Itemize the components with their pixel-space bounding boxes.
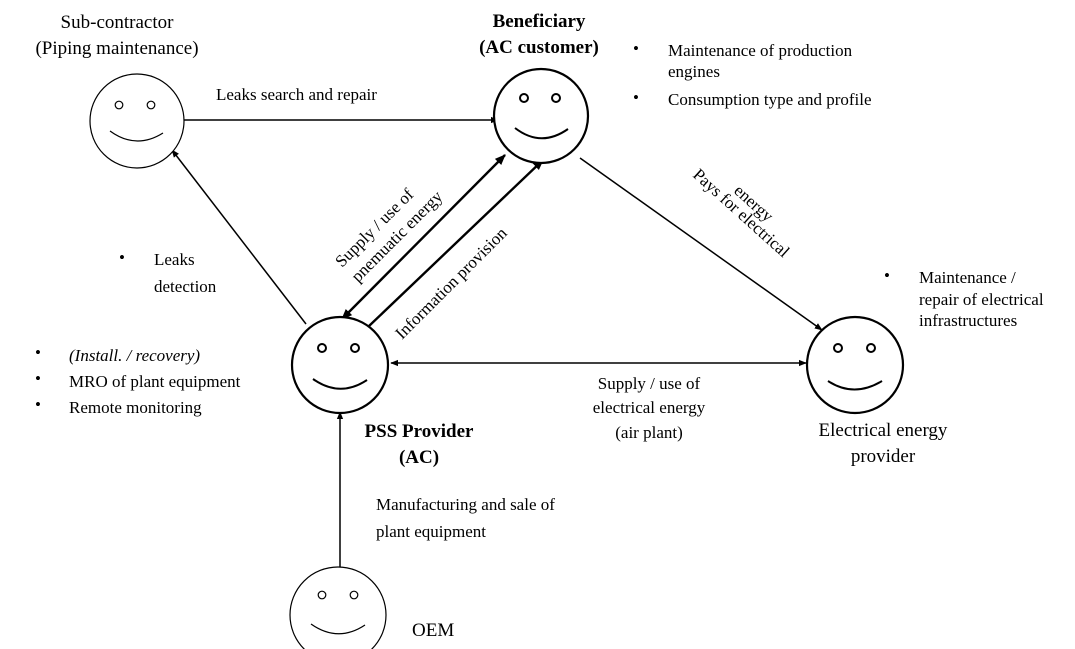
- energy-activity-2: repair of electrical: [919, 290, 1044, 309]
- arrow-pneumatic-energy: [341, 154, 506, 320]
- flow-elec-2: electrical energy: [593, 398, 706, 417]
- flow-elec-1: Supply / use of: [598, 374, 701, 393]
- energy-provider-face-icon: [805, 315, 905, 415]
- flow-information: Information provision: [391, 223, 511, 343]
- beneficiary-activity-2: Consumption type and profile: [668, 90, 872, 109]
- subcontractor-face-icon: [89, 73, 185, 169]
- pss-activity-1: (Install. / recovery): [69, 346, 200, 365]
- bullet-dot: •: [35, 343, 41, 362]
- oem-face-icon: [289, 566, 387, 649]
- leaks-detection-1: Leaks: [154, 250, 195, 269]
- arrow-information-provision: [368, 159, 544, 327]
- energy-provider-label-1: Electrical energy: [819, 420, 948, 441]
- beneficiary-activity-1a: Maintenance of production: [668, 41, 853, 60]
- energy-activity-1: Maintenance /: [919, 268, 1016, 287]
- energy-provider-label-2: provider: [851, 446, 916, 467]
- bullet-dot: •: [35, 395, 41, 414]
- pss-provider-face-icon: [290, 315, 390, 415]
- oem-label: OEM: [412, 620, 454, 641]
- bullet-dot: •: [884, 266, 890, 285]
- pss-provider-label-1: PSS Provider: [365, 421, 474, 442]
- energy-activity-3: infrastructures: [919, 311, 1017, 330]
- flow-mfg-2: plant equipment: [376, 522, 486, 541]
- bullet-dot: •: [633, 39, 639, 58]
- arrow-pays-electrical: [579, 157, 823, 331]
- beneficiary-activity-1b: engines: [668, 62, 720, 81]
- pss-activity-2: MRO of plant equipment: [69, 372, 241, 391]
- flow-mfg-1: Manufacturing and sale of: [376, 495, 555, 514]
- pss-activity-3: Remote monitoring: [69, 398, 202, 417]
- beneficiary-label-2: (AC customer): [479, 37, 599, 58]
- pss-provider-label-2: (AC): [399, 447, 439, 468]
- subcontractor-label-2: (Piping maintenance): [35, 38, 198, 59]
- subcontractor-label-1: Sub-contractor: [61, 12, 175, 33]
- leaks-detection-2: detection: [154, 277, 217, 296]
- beneficiary-face-icon: [492, 67, 590, 165]
- flow-leaks-search: Leaks search and repair: [216, 85, 377, 104]
- bullet-dot: •: [119, 248, 125, 267]
- flow-elec-3: (air plant): [615, 423, 683, 442]
- bullet-dot: •: [35, 369, 41, 388]
- arrow-provider-to-subcontractor: [171, 149, 307, 325]
- beneficiary-label-1: Beneficiary: [493, 11, 586, 32]
- bullet-dot: •: [633, 88, 639, 107]
